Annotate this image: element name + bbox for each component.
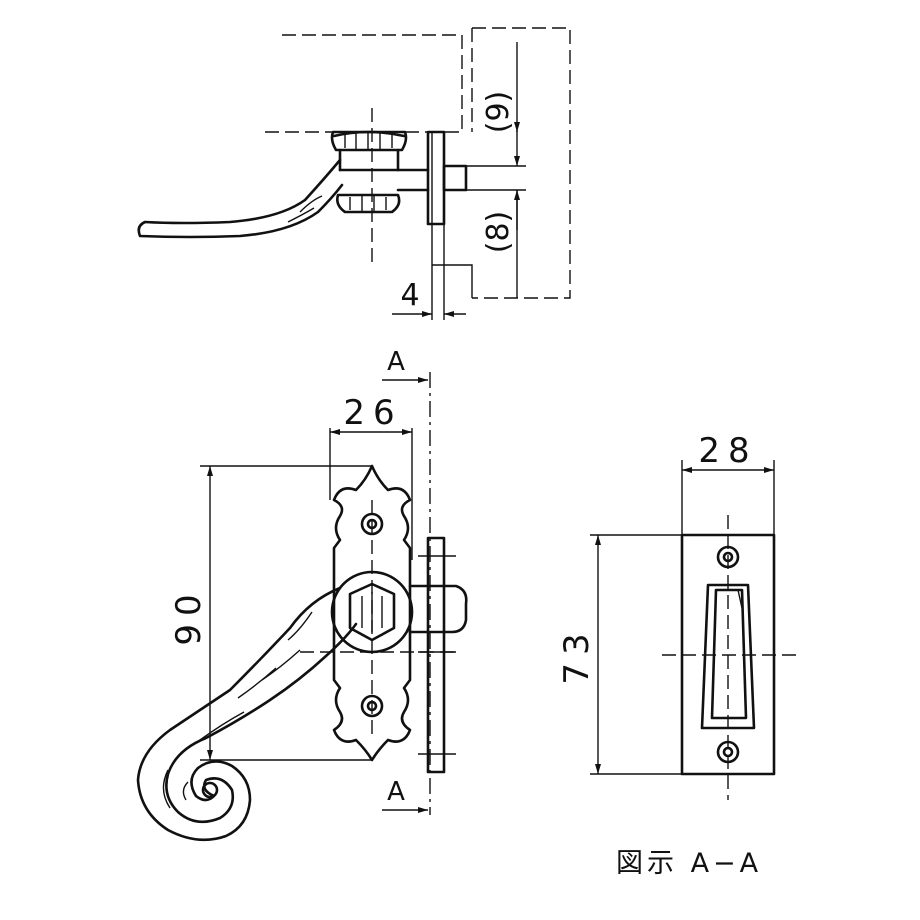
lever-hammer-texture	[162, 611, 313, 809]
side-mount-plate	[426, 130, 446, 226]
side-lever-texture	[287, 195, 323, 223]
dim-26-label: 26	[343, 393, 402, 433]
front-lever-arm	[136, 586, 358, 842]
side-dim-ext	[466, 165, 526, 191]
front-latch-bolt	[408, 584, 468, 634]
side-ref-frame-outer	[282, 34, 463, 132]
section-mark-top: A	[387, 347, 405, 377]
dim-90-label: 90	[169, 586, 209, 645]
lever-spiral-centre	[201, 781, 219, 799]
dim-73-label: 73	[557, 625, 597, 684]
dim-90-ext	[200, 465, 372, 761]
side-lever-arm	[137, 158, 344, 239]
dim-9-label: (9)	[481, 91, 516, 134]
dim-28-label: 28	[698, 431, 757, 471]
side-ref-frame-right	[472, 27, 571, 299]
front-backplate	[332, 464, 412, 762]
dim-26-ext	[329, 428, 413, 560]
knob-body	[330, 130, 430, 214]
section-mark-bottom: A	[387, 777, 405, 807]
dim-8-label: (8)	[481, 211, 516, 254]
front-strike-edge	[426, 536, 446, 774]
strike-slot-detail	[737, 589, 743, 609]
side-ref-step	[432, 264, 473, 298]
dim-73-ext	[590, 534, 682, 775]
side-extension-lines	[431, 132, 445, 320]
section-caption: 図示 A−A	[616, 848, 762, 879]
screw-hole-bottom	[360, 694, 384, 718]
section-view: 28 73 図示 A−A	[557, 431, 800, 879]
front-view: A A 26 90	[136, 347, 468, 842]
strike-latch-slot-inner	[710, 588, 748, 720]
side-view: (9) (8) 4	[137, 27, 571, 320]
strike-screw-bottom-inner	[722, 746, 734, 758]
side-latch-bolt	[442, 164, 468, 192]
strike-latch-slot	[700, 583, 756, 730]
dim-4-label: 4	[400, 278, 419, 313]
